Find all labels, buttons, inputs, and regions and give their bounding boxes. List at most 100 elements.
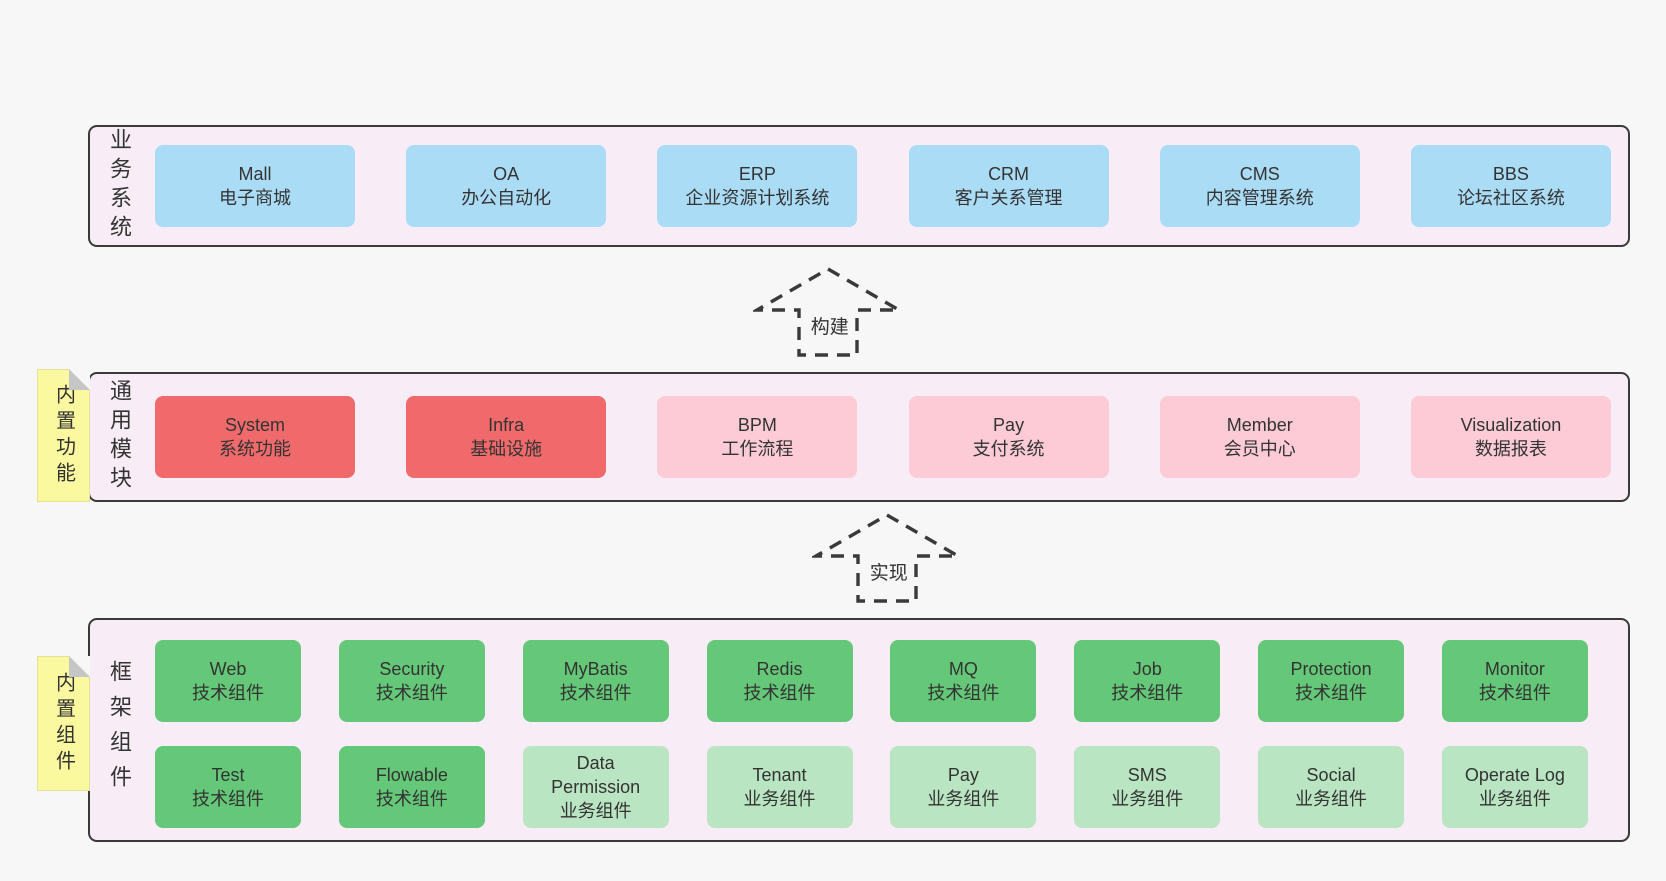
dashed-up-arrow-icon [753,267,903,357]
box-title: Mall [238,164,272,184]
box-subtitle: 支付系统 [972,439,1045,459]
box-title: Flowable [375,765,448,785]
framework-components-row-2: Test 技术组件 Flowable 技术组件 Data Permission 业务组件 T… [155,746,1588,828]
box-test: Test 技术组件 [155,746,301,828]
box-mybatis: MyBatis 技术组件 [522,640,669,722]
box-subtitle: 业务组件 [1295,789,1368,809]
box-operate-log: Operate Log 业务组件 [1441,746,1588,828]
box-subtitle: 技术组件 [559,683,632,703]
box-infra: Infra 基础设施 [406,396,607,478]
box-title: Job [1132,659,1162,679]
business-systems-label: 业务系统 [107,128,132,244]
box-mq: MQ 技术组件 [890,640,1037,722]
box-title: SMS [1127,765,1167,785]
box-subtitle: 企业资源计划系统 [685,188,830,208]
box-title: BPM [737,415,777,435]
framework-components-layer: 内置组件 框架组件 Web 技术组件 Security 技术组件 MyBatis 技术组件… [37,618,1630,842]
box-title: Security [379,659,445,679]
box-subtitle: 业务组件 [743,789,816,809]
framework-components-label: 框架组件 [107,660,132,800]
box-security: Security 技术组件 [338,640,485,722]
box-data-permission: Data Permission 业务组件 [522,746,669,828]
box-title: Operate Log [1464,765,1565,785]
box-subtitle: 业务组件 [1111,789,1184,809]
box-system: System 系统功能 [155,396,355,478]
box-cms: CMS 内容管理系统 [1159,145,1360,227]
business-systems-layer: 业务系统 Mall 电子商城 OA 办公自动化 ERP 企业资源计划系统 CRM 客户关系管理… [88,125,1630,247]
box-title: MQ [948,659,978,679]
box-subtitle: 内容管理系统 [1205,188,1314,208]
box-subtitle: 技术组件 [192,683,264,703]
box-web: Web 技术组件 [155,640,301,722]
box-subtitle: 办公自动化 [461,188,552,208]
box-job: Job 技术组件 [1074,640,1221,722]
box-member: Member 会员中心 [1159,396,1360,478]
box-title: CMS [1239,164,1280,184]
business-systems-row: Mall 电子商城 OA 办公自动化 ERP 企业资源计划系统 CRM 客户关系管理 CMS 内容… [155,127,1611,245]
box-title: CRM [988,164,1030,184]
box-sms: SMS 业务组件 [1074,746,1221,828]
box-mall: Mall 电子商城 [155,145,355,227]
box-social: Social 业务组件 [1258,746,1405,828]
box-subtitle: 客户关系管理 [954,188,1063,208]
box-title: Data Permission [551,753,641,797]
arrow-label: 实现 [866,556,911,587]
box-title: Tenant [752,765,807,785]
box-subtitle: 工作流程 [721,439,794,459]
box-subtitle: 会员中心 [1223,439,1296,459]
box-subtitle: 电子商城 [219,188,291,208]
box-title: Visualization [1460,415,1562,435]
box-title: MyBatis [563,659,628,679]
common-modules-label: 通用模块 [107,379,132,495]
box-crm: CRM 客户关系管理 [908,145,1109,227]
box-title: Web [209,659,247,679]
box-title: Social [1306,765,1356,785]
box-title: BBS [1492,164,1529,184]
box-subtitle: 基础设施 [470,439,543,459]
box-title: Redis [756,659,803,679]
box-title: ERP [738,164,776,184]
box-subtitle: 技术组件 [375,789,448,809]
box-oa: OA 办公自动化 [406,145,607,227]
box-subtitle: 技术组件 [743,683,816,703]
box-title: Protection [1290,659,1372,679]
box-subtitle: 技术组件 [1478,683,1551,703]
box-subtitle: 技术组件 [1111,683,1184,703]
box-title: Infra [488,415,525,435]
box-erp: ERP 企业资源计划系统 [657,145,858,227]
box-monitor: Monitor 技术组件 [1441,640,1588,722]
box-title: Member [1226,415,1293,435]
box-subtitle: 技术组件 [1295,683,1368,703]
box-title: System [224,415,285,435]
box-flowable: Flowable 技术组件 [338,746,485,828]
builtin-features-note-label: 内置功能 [52,383,75,488]
box-title: Test [211,765,245,785]
box-subtitle: 技术组件 [927,683,1000,703]
build-arrow: 构建 [753,266,903,358]
box-visualization: Visualization 数据报表 [1410,396,1611,478]
box-subtitle: 业务组件 [927,789,1000,809]
builtin-components-note: 内置组件 [37,656,90,791]
box-subtitle: 业务组件 [1478,789,1551,809]
box-bbs: BBS 论坛社区系统 [1410,145,1611,227]
box-title: OA [493,164,520,184]
box-subtitle: 论坛社区系统 [1456,188,1565,208]
box-redis: Redis 技术组件 [706,640,853,722]
builtin-components-note-label: 内置组件 [52,671,75,776]
box-subtitle: 技术组件 [192,789,264,809]
box-subtitle: 业务组件 [559,801,632,821]
arrow-label: 构建 [807,310,852,341]
box-protection: Protection 技术组件 [1258,640,1405,722]
box-subtitle: 数据报表 [1474,439,1547,459]
box-subtitle: 技术组件 [375,683,448,703]
dashed-up-arrow-icon [812,513,962,603]
box-subtitle: 系统功能 [219,439,291,459]
box-bpm: BPM 工作流程 [657,396,858,478]
box-title: Monitor [1484,659,1545,679]
